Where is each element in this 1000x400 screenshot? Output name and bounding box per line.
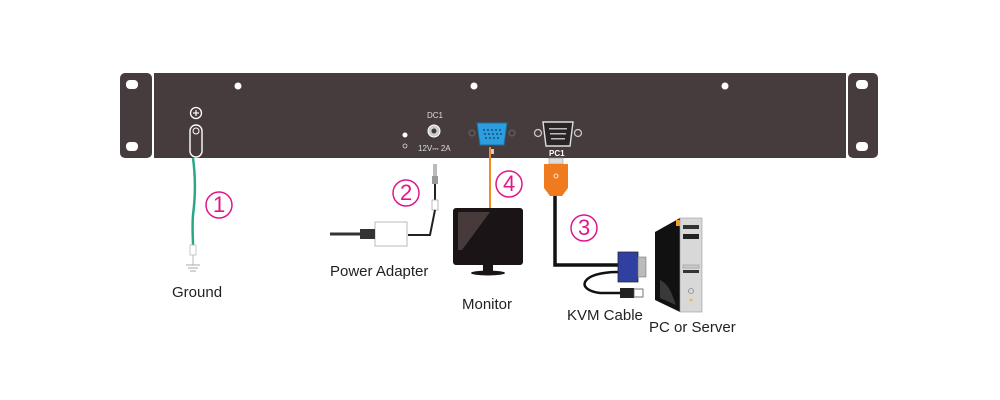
- kvm-cable: [553, 196, 618, 267]
- left-ear-bottom-hole: [126, 142, 138, 151]
- monitor-connection: 4 Monitor: [453, 147, 523, 313]
- kvm-usb-connector: [620, 288, 634, 298]
- ground-symbol-icon: [189, 106, 203, 120]
- dc-rating-label: 12V⎓ 2A: [418, 144, 451, 153]
- right-ear-bottom-hole: [856, 142, 868, 151]
- panel-screw-hole: [721, 82, 729, 90]
- kvm-pc-vga-connector: [617, 251, 639, 283]
- monitor-label: Monitor: [462, 296, 512, 313]
- monitor-vga-port[interactable]: [476, 122, 508, 146]
- left-ear-top-hole: [126, 80, 138, 89]
- step-number-2: 2: [400, 180, 412, 205]
- ground-terminal: [189, 124, 203, 158]
- step-number-3: 3: [578, 215, 590, 240]
- dc-port-label: DC1: [427, 111, 444, 120]
- rack-panel: DC1 12V⎓ 2A PC1: [120, 73, 878, 158]
- power-adapter-label: Power Adapter: [330, 263, 428, 280]
- power-adapter-brick: [374, 221, 408, 247]
- pc1-port-label: PC1: [549, 149, 565, 158]
- panel-screw-hole: [234, 82, 242, 90]
- left-rack-ear: [120, 73, 152, 158]
- monitor-port-icon: [489, 149, 494, 154]
- dc-plug: [433, 164, 437, 176]
- kvm-cable-connection: 3 KVM Cable: [544, 157, 647, 324]
- ground-label: Ground: [172, 284, 222, 301]
- panel-screw-hole: [470, 82, 478, 90]
- right-ear-top-hole: [856, 80, 868, 89]
- kvm-vga-connector: [544, 164, 568, 196]
- kvm-cable-label: KVM Cable: [567, 307, 643, 324]
- step-number-1: 1: [213, 192, 225, 217]
- ground-connection: 1 Ground: [172, 157, 233, 301]
- pc-server-label: PC or Server: [649, 319, 736, 336]
- power-adapter-connection: 2 Power Adapter: [330, 164, 439, 280]
- pc-server: PC or Server: [649, 217, 736, 336]
- right-rack-ear: [848, 73, 878, 158]
- ground-wire: [191, 157, 197, 246]
- power-led-icon: [402, 132, 408, 138]
- step-number-4: 4: [503, 171, 515, 196]
